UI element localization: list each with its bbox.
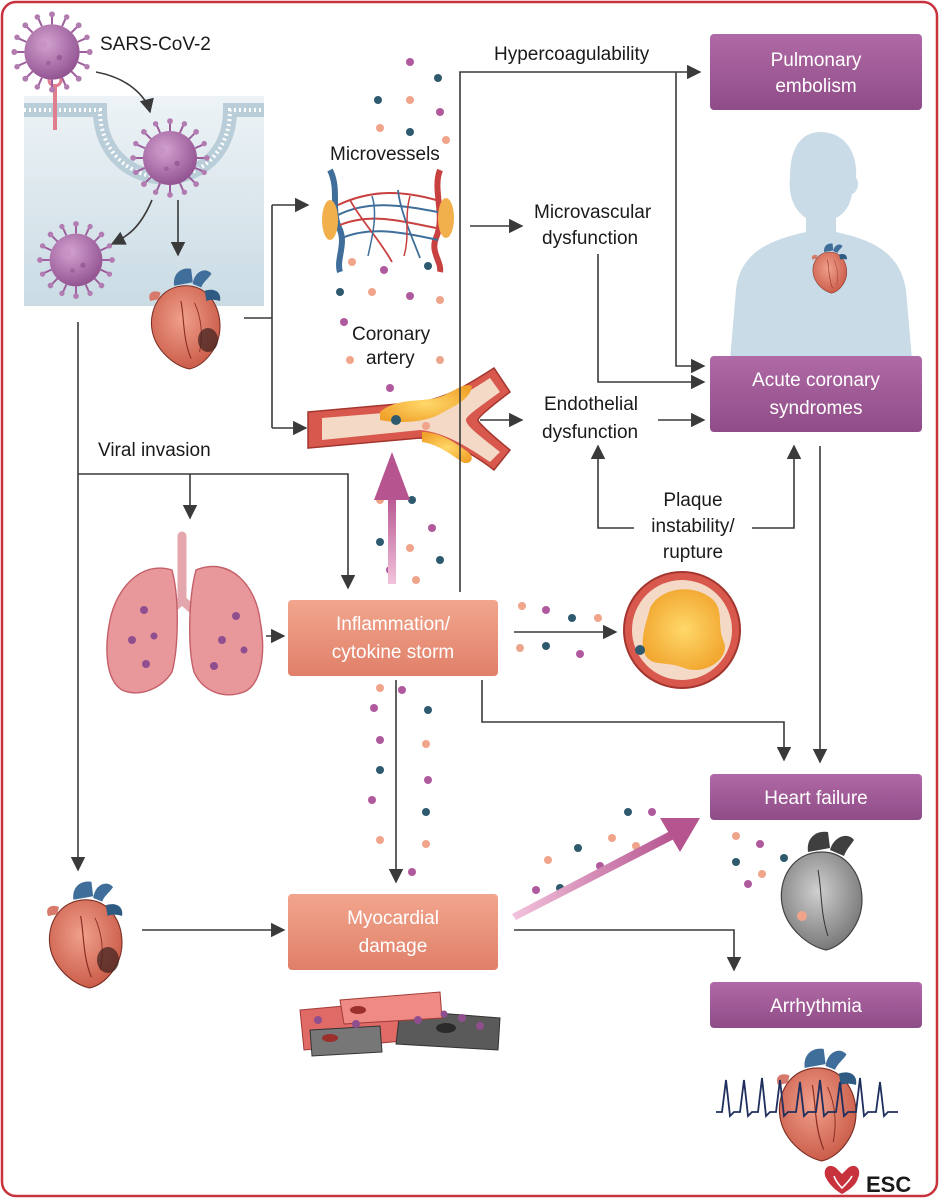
esc-logo: ESC (824, 1165, 911, 1197)
coronary-label-1: Coronary (352, 324, 431, 345)
microvessels-label: Microvessels (330, 144, 440, 165)
plaque-label-1: Plaque (663, 490, 722, 511)
myocardial-cells-illustration (299, 991, 501, 1057)
virus-icon (129, 117, 211, 199)
svg-text:cytokine storm: cytokine storm (332, 642, 454, 663)
svg-text:Myocardial: Myocardial (347, 908, 439, 929)
svg-text:syndromes: syndromes (770, 398, 863, 419)
hypercoagulability-label: Hypercoagulability (494, 44, 650, 65)
pink-up-arrow (374, 452, 410, 584)
svg-text:Arrhythmia: Arrhythmia (770, 996, 862, 1017)
svg-text:Acute coronary: Acute coronary (752, 370, 880, 391)
lungs-icon (106, 531, 264, 696)
svg-text:Pulmonary: Pulmonary (771, 50, 862, 71)
virus-icon (36, 220, 116, 300)
inflammation-cytokine-storm-box: Inflammation/ cytokine storm (288, 600, 498, 676)
viral-invasion-label: Viral invasion (98, 440, 211, 461)
ecg-trace-icon (716, 1077, 898, 1118)
coronary-label-2: artery (366, 348, 415, 369)
plaque-label-3: rupture (663, 542, 723, 563)
pulmonary-embolism-box: Pulmonary embolism (710, 34, 922, 110)
microvessels-illustration (322, 168, 454, 273)
human-body-silhouette (730, 132, 912, 360)
svg-text:Heart failure: Heart failure (764, 788, 868, 809)
arrhythmia-box: Arrhythmia (710, 982, 922, 1028)
inflammatory-particles (336, 58, 788, 894)
svg-text:damage: damage (359, 936, 428, 957)
microvascular-label-1: Microvascular (534, 202, 652, 223)
endothelial-label-1: Endothelial (544, 394, 638, 415)
myocardial-damage-box: Myocardial damage (288, 894, 498, 970)
plaque-label-2: instability/ (651, 516, 735, 537)
virus-icon (10, 10, 94, 94)
heart-failure-box: Heart failure (710, 774, 922, 820)
svg-text:embolism: embolism (775, 76, 856, 97)
svg-text:ESC: ESC (866, 1172, 911, 1197)
endothelial-label-2: dysfunction (542, 422, 638, 443)
svg-text:Inflammation/: Inflammation/ (336, 614, 451, 635)
microvascular-label-2: dysfunction (542, 228, 638, 249)
failing-heart-icon (780, 831, 863, 951)
acute-coronary-syndromes-box: Acute coronary syndromes (710, 356, 922, 432)
sars-cov-2-label: SARS-CoV-2 (100, 34, 211, 55)
pink-diagonal-arrow (512, 818, 700, 920)
coronary-artery-illustration (307, 366, 512, 472)
plaque-cross-section-icon (623, 571, 741, 689)
esc-heart-logo-icon (824, 1165, 860, 1194)
